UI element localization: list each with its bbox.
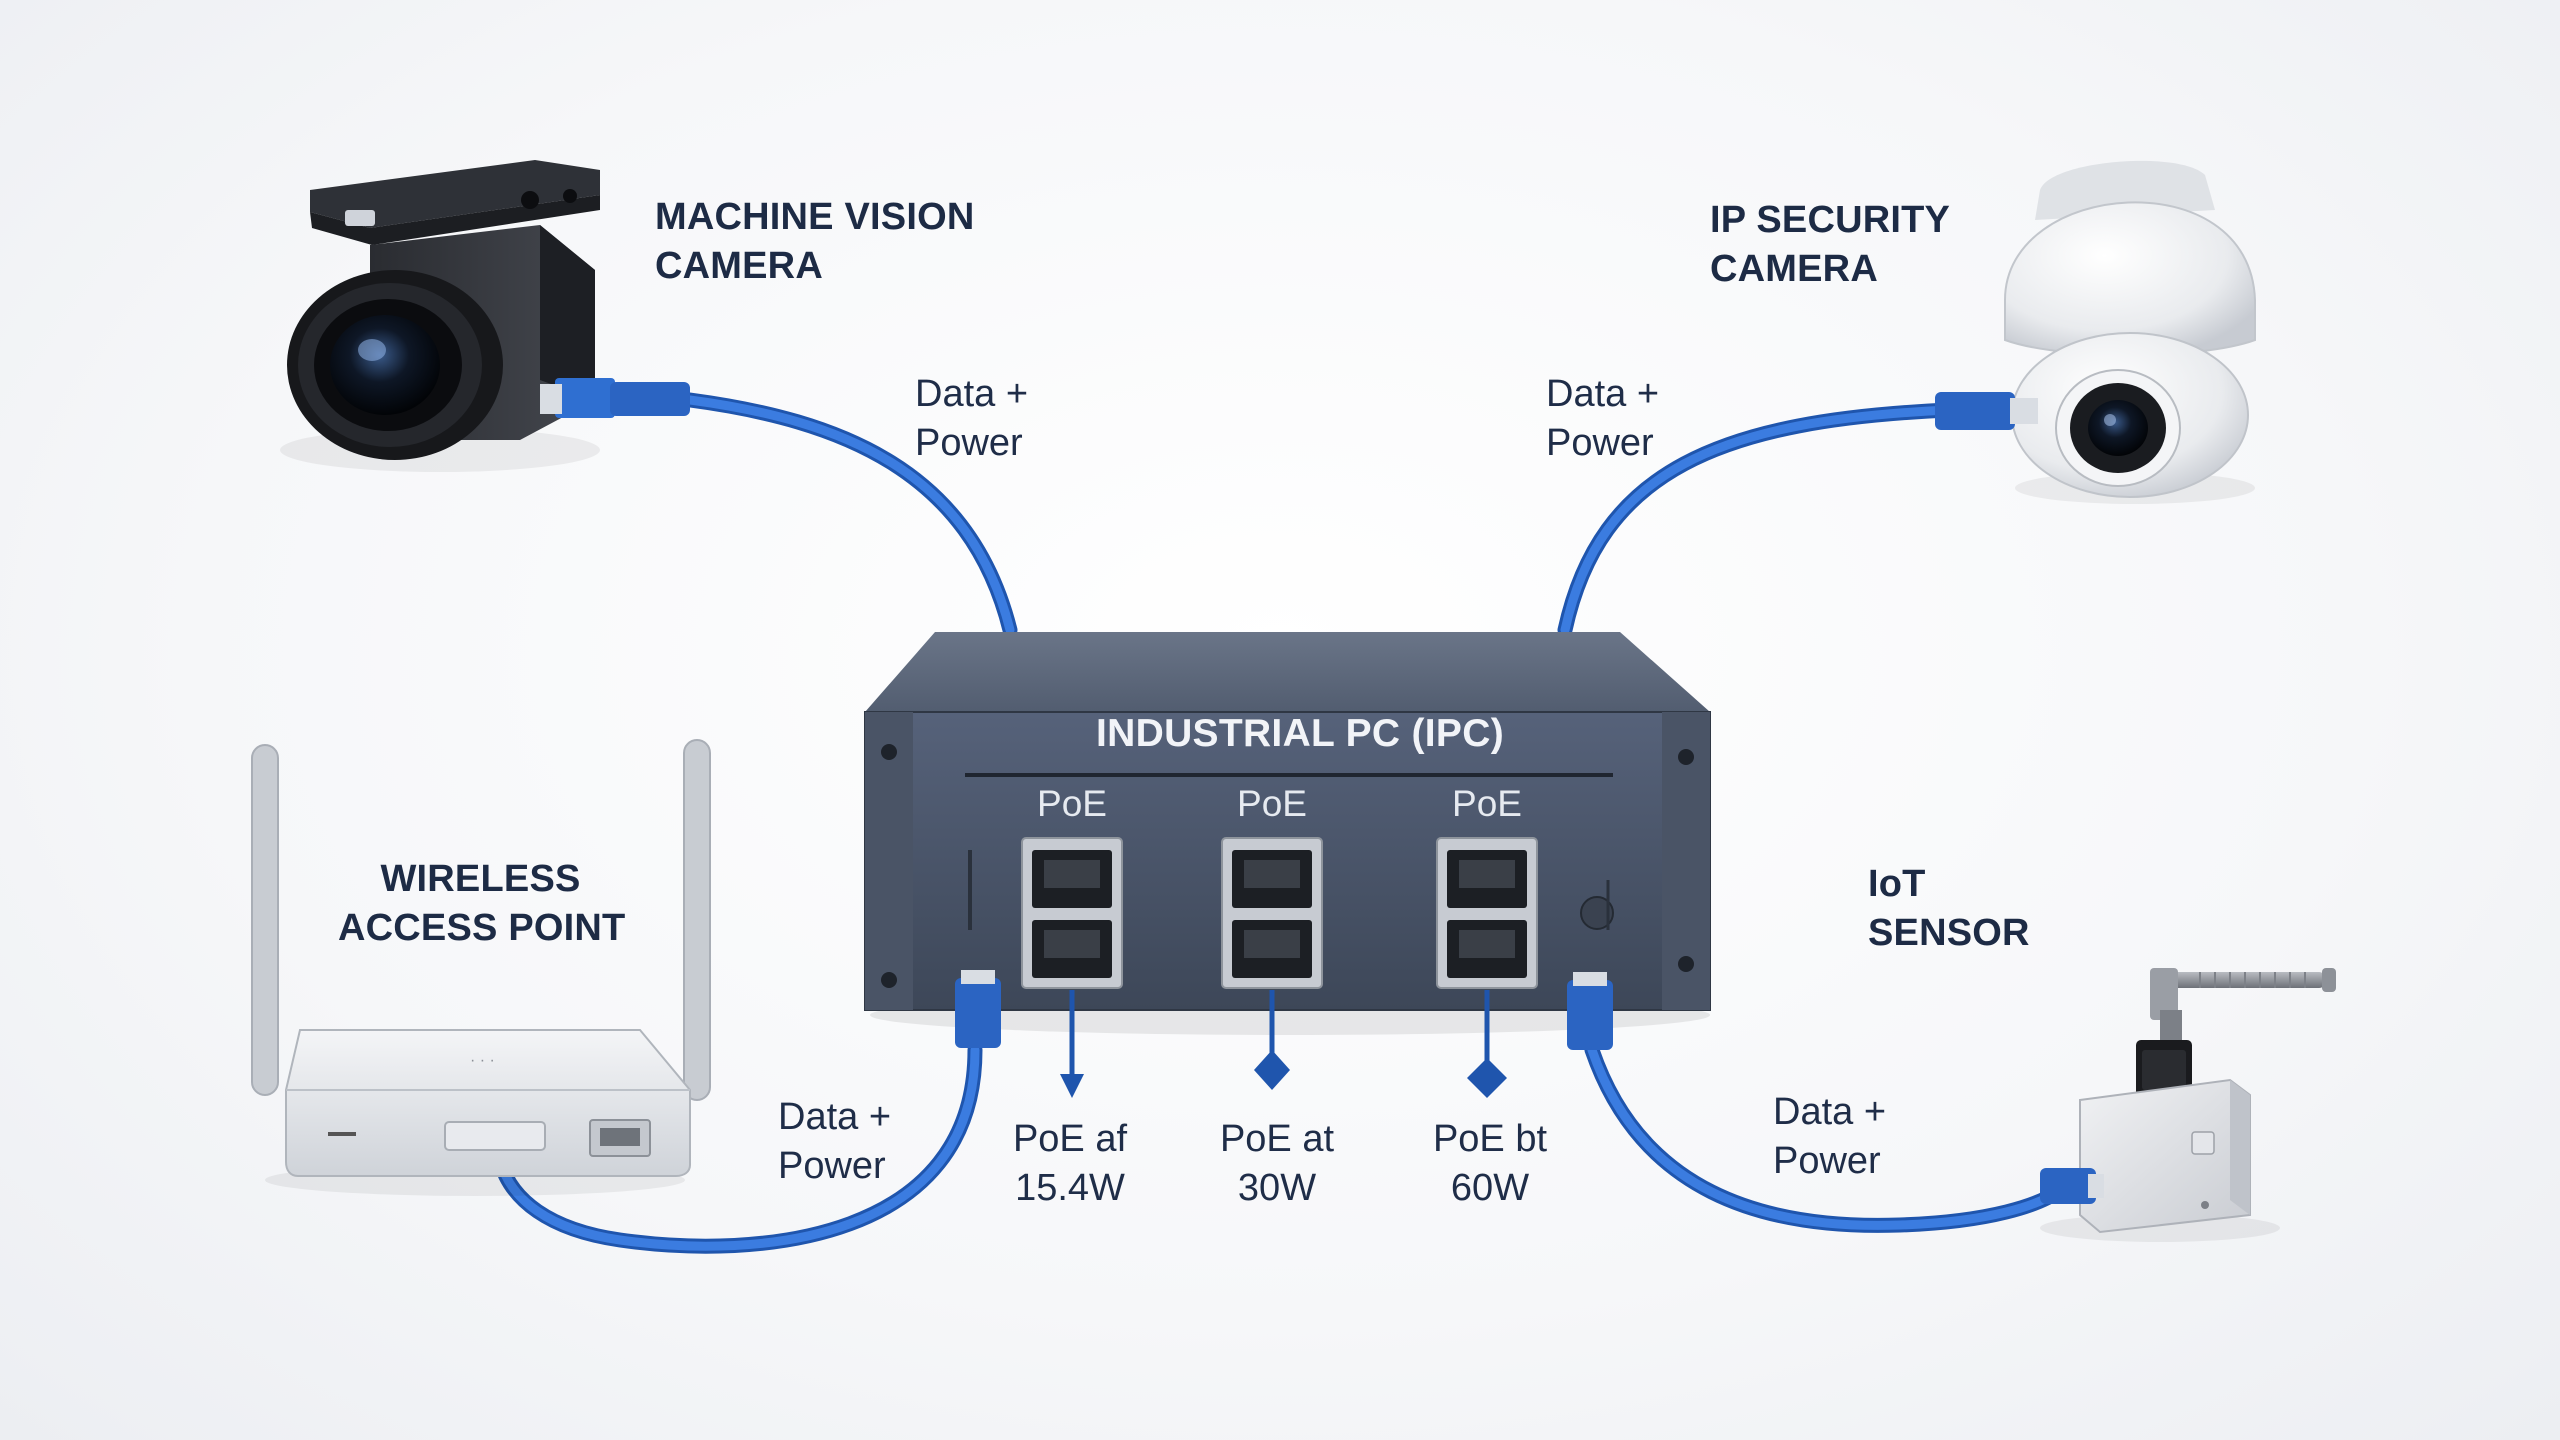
poe-port-group-af bbox=[1021, 837, 1123, 989]
link-label-line: Data + bbox=[1773, 1091, 1887, 1133]
poe-port-group-at bbox=[1221, 837, 1323, 989]
poe-spec-at: PoE at 30W bbox=[1202, 1115, 1352, 1212]
poe-power: 15.4W bbox=[1015, 1166, 1125, 1209]
device-label-line: MACHINE VISION bbox=[655, 196, 975, 238]
link-label-wireless-ap: Data + Power bbox=[778, 1093, 891, 1190]
cables bbox=[492, 392, 2068, 1254]
poe-port-label: PoE bbox=[1452, 783, 1522, 824]
industrial-pc bbox=[864, 632, 1711, 1050]
link-label-line: Power bbox=[1773, 1139, 1881, 1182]
link-label-line: Power bbox=[1546, 421, 1654, 464]
poe-spec-af: PoE af 15.4W bbox=[995, 1115, 1145, 1212]
poe-port-label: PoE bbox=[1237, 783, 1307, 824]
device-label-line: CAMERA bbox=[655, 244, 823, 287]
device-label-line: WIRELESS bbox=[380, 858, 581, 900]
poe-power: 30W bbox=[1237, 1166, 1317, 1209]
poe-spec-bt: PoE bt 60W bbox=[1415, 1115, 1565, 1212]
link-label-line: Data + bbox=[1546, 373, 1660, 415]
ipc-title: INDUSTRIAL PC (IPC) bbox=[1096, 712, 1504, 755]
poe-arrows bbox=[1060, 990, 1507, 1098]
device-label-line: IoT bbox=[1868, 863, 1926, 905]
link-label-line: Data + bbox=[915, 373, 1029, 415]
link-label-ip-security: Data + Power bbox=[1546, 370, 1659, 467]
poe-port-label: PoE bbox=[1037, 783, 1107, 824]
poe-standard: PoE bt bbox=[1432, 1118, 1548, 1160]
link-label-machine-vision: Data + Power bbox=[915, 370, 1028, 467]
link-label-iot-sensor: Data + Power bbox=[1773, 1088, 1886, 1185]
poe-power: 60W bbox=[1450, 1166, 1530, 1209]
svg-text:· · ·: · · · bbox=[470, 1052, 495, 1069]
wireless-access-point-icon: · · · bbox=[251, 739, 711, 1196]
link-label-line: Power bbox=[915, 421, 1023, 464]
iot-sensor-label: IoT SENSOR bbox=[1868, 860, 2030, 957]
ip-security-camera-label: IP SECURITY CAMERA bbox=[1710, 196, 1950, 293]
link-label-line: Data + bbox=[778, 1096, 892, 1138]
poe-port-group-bt bbox=[1436, 837, 1538, 989]
ip-security-camera-icon bbox=[1935, 160, 2256, 504]
machine-vision-camera-icon bbox=[280, 160, 690, 472]
device-label-line: SENSOR bbox=[1868, 911, 2030, 954]
wireless-access-point-label: WIRELESS ACCESS POINT bbox=[338, 855, 626, 952]
machine-vision-camera-label: MACHINE VISION CAMERA bbox=[655, 193, 975, 290]
device-label-line: IP SECURITY bbox=[1710, 199, 1951, 241]
poe-standard: PoE af bbox=[1012, 1118, 1128, 1160]
link-label-line: Power bbox=[778, 1144, 886, 1187]
device-label-line: CAMERA bbox=[1710, 247, 1878, 290]
iot-sensor-icon bbox=[2040, 968, 2336, 1242]
device-label-line: ACCESS POINT bbox=[338, 906, 626, 949]
poe-standard: PoE at bbox=[1219, 1118, 1335, 1160]
